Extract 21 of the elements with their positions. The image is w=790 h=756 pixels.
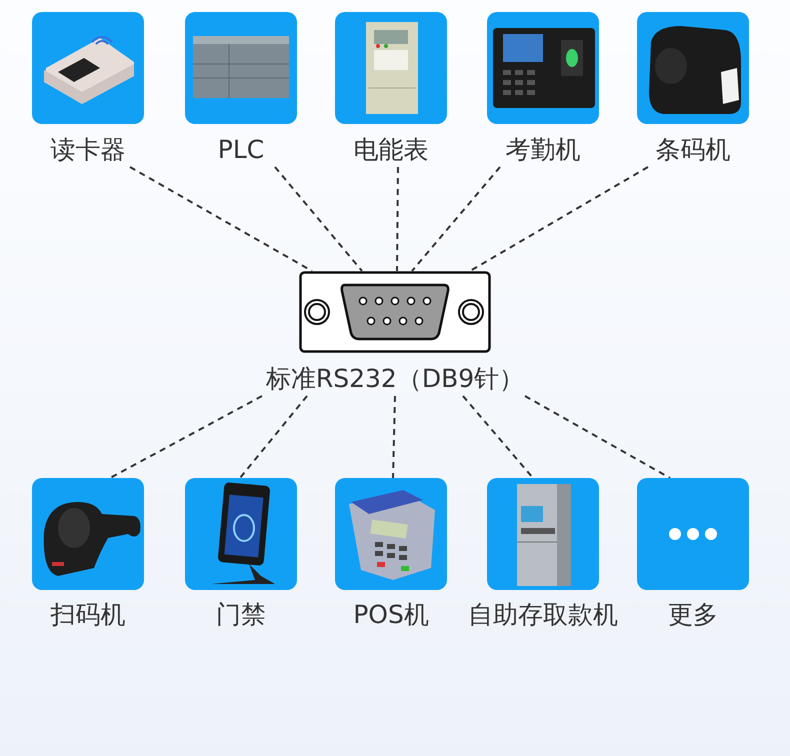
dashed-connector (524, 395, 670, 479)
dashed-connector (274, 166, 363, 272)
device-label: 扫码机 (50, 599, 126, 631)
dashed-connector (392, 396, 396, 478)
device-label: 门禁 (215, 599, 267, 631)
dashed-connector (110, 395, 262, 479)
dashed-connector (396, 166, 399, 272)
device-label: 读卡器 (50, 134, 126, 166)
device-label: POS机 (352, 599, 430, 631)
device-label: 考勤机 (504, 134, 582, 166)
device-label: 电能表 (352, 134, 430, 166)
dashed-connector (130, 166, 312, 272)
device-label: 更多 (667, 599, 719, 631)
dashed-connector (239, 395, 308, 479)
dashed-connector (411, 166, 501, 272)
connector-label: 标准RS232（DB9针） (264, 363, 526, 395)
device-label: PLC (216, 134, 266, 166)
device-label: 自助存取款机 (467, 599, 619, 631)
dashed-connector (470, 166, 648, 272)
dashed-connector (462, 395, 534, 479)
device-label: 条码机 (654, 134, 732, 166)
